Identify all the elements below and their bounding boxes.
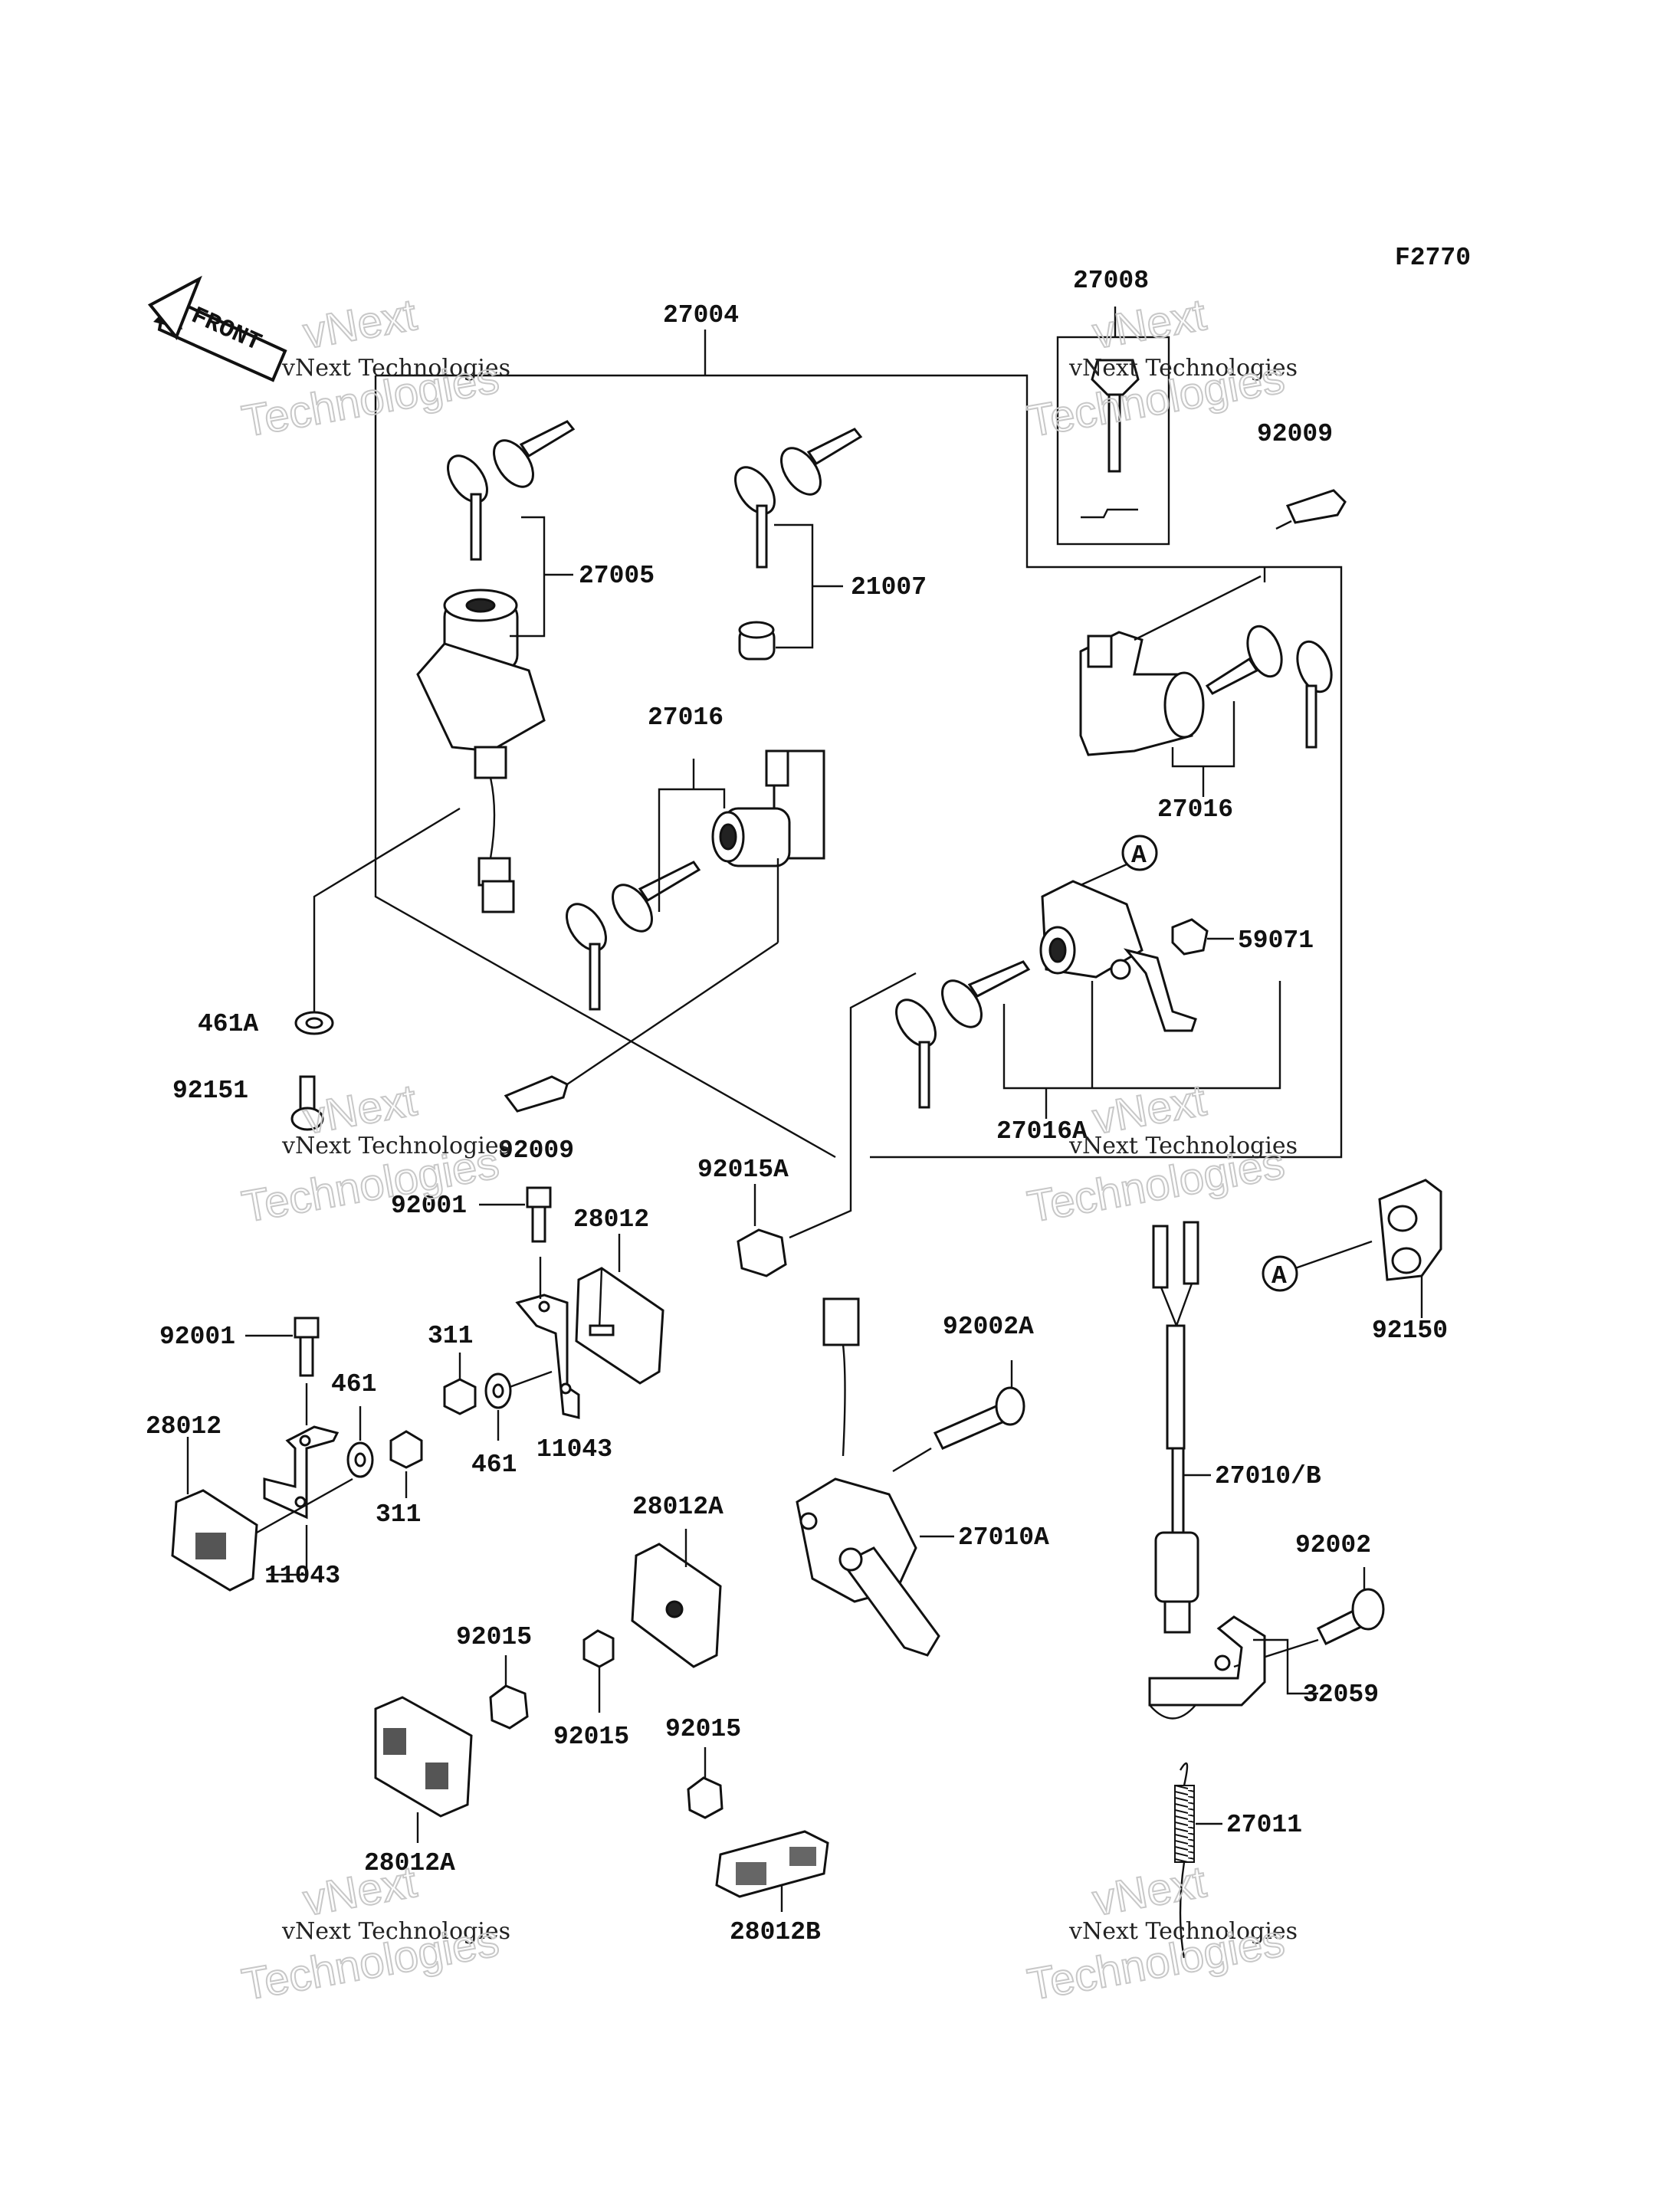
svg-text:vNext: vNext — [300, 290, 420, 359]
svg-text:A: A — [1271, 1262, 1287, 1290]
label-92150: 92150 — [1372, 1317, 1448, 1345]
clip-59071 — [1171, 918, 1234, 956]
label-27016A: 27016A — [996, 1117, 1088, 1146]
label-92015: 92015 — [553, 1723, 629, 1751]
nut-92015-c — [687, 1747, 724, 1819]
svg-text:vNext Technologies: vNext Technologies — [281, 1918, 510, 1945]
washer-461A — [294, 807, 461, 1035]
front-arrow-icon: FRONT — [147, 275, 287, 382]
watermark-mid-right: vNext vNext Technologies Technologies — [1023, 1074, 1298, 1233]
keys-27016-right — [1205, 625, 1333, 749]
bracket-32059 — [1148, 1615, 1318, 1720]
reflector-28012A-lower — [374, 1696, 473, 1843]
reflector-28012B — [715, 1830, 829, 1912]
svg-text:vNext: vNext — [1089, 290, 1209, 359]
washer-461-lower — [346, 1406, 374, 1478]
label-28012A: 28012A — [632, 1493, 724, 1521]
keys-27016A — [895, 960, 1031, 1109]
label-27010B: 27010/B — [1215, 1462, 1321, 1490]
nut-92015-b — [582, 1629, 615, 1713]
screw-92009-mid — [504, 858, 779, 1113]
watermark-mid-left: vNext vNext Technologies Technologies — [238, 1074, 510, 1233]
label-27016: 27016 — [1157, 795, 1233, 824]
svg-text:vNext Technologies: vNext Technologies — [1068, 355, 1298, 382]
lock-27016-left — [658, 749, 825, 912]
nut-92015-a — [489, 1655, 529, 1730]
bolt-92002A — [892, 1360, 1025, 1473]
label-92015: 92015 — [456, 1623, 532, 1651]
bolt-92151 — [290, 1075, 324, 1131]
reflector-28012-lower — [171, 1437, 353, 1592]
svg-text:vNext Technologies: vNext Technologies — [281, 1133, 510, 1159]
kit-outline-27004 — [374, 330, 1343, 1159]
keys-21007 — [734, 428, 863, 569]
label-28012A: 28012A — [364, 1849, 455, 1877]
label-11043: 11043 — [264, 1562, 340, 1590]
label-92002: 92002 — [1295, 1531, 1371, 1559]
svg-text:vNext Technologies: vNext Technologies — [1068, 1133, 1298, 1159]
label-28012: 28012 — [146, 1412, 221, 1441]
keys-27005 — [447, 420, 576, 561]
label-461A: 461A — [198, 1010, 258, 1038]
label-92015: 92015 — [665, 1715, 741, 1743]
screw-92009-top — [1134, 489, 1347, 641]
label-311: 311 — [376, 1500, 421, 1529]
label-21007: 21007 — [851, 573, 927, 602]
svg-text:vNext: vNext — [1089, 1857, 1209, 1926]
bolt-92001-upper — [479, 1186, 552, 1243]
label-28012B: 28012B — [730, 1918, 821, 1946]
label-92015A: 92015A — [697, 1156, 789, 1184]
label-92002A: 92002A — [943, 1313, 1034, 1341]
reflector-28012-upper — [575, 1234, 664, 1385]
label-92009: 92009 — [1257, 420, 1333, 448]
label-27008: 27008 — [1073, 267, 1149, 295]
bracket-11043-upper — [515, 1257, 580, 1419]
nut-92015A — [737, 972, 917, 1277]
reflector-28012A-upper — [631, 1529, 722, 1668]
label-32059: 32059 — [1303, 1681, 1379, 1709]
label-92151: 92151 — [172, 1077, 248, 1105]
label-11043: 11043 — [536, 1435, 612, 1464]
nut-311-upper — [443, 1353, 477, 1415]
svg-text:vNext Technologies: vNext Technologies — [1068, 1918, 1298, 1945]
label-461: 461 — [471, 1451, 517, 1479]
circle-a-upper: A — [1080, 835, 1158, 887]
label-92001: 92001 — [159, 1323, 235, 1351]
washer-461-upper — [484, 1370, 553, 1441]
bolt-92150 — [1378, 1179, 1442, 1318]
label-27010A: 27010A — [958, 1523, 1049, 1552]
label-92009: 92009 — [498, 1136, 574, 1165]
watermark-bottom-left: vNext vNext Technologies Technologies — [238, 1856, 510, 2011]
label-27011: 27011 — [1226, 1811, 1302, 1839]
svg-text:A: A — [1131, 841, 1147, 870]
label-461: 461 — [331, 1370, 376, 1399]
bolt-92002 — [1233, 1567, 1385, 1668]
ignition-switch-27005 — [416, 516, 573, 913]
lock-21007 — [738, 523, 843, 661]
watermark-bottom-right: vNext vNext Technologies Technologies — [1023, 1856, 1298, 2011]
label-27016: 27016 — [648, 703, 724, 732]
label-27005: 27005 — [579, 562, 655, 590]
label-311: 311 — [428, 1322, 473, 1350]
bolt-92001-lower — [245, 1317, 320, 1377]
label-92001: 92001 — [391, 1192, 467, 1220]
svg-text:vNext Technologies: vNext Technologies — [281, 355, 510, 382]
circle-a-lower: A — [1262, 1240, 1373, 1292]
lock-27016-right — [1079, 631, 1235, 797]
figure-code: F2770 — [1395, 244, 1471, 272]
nut-311-lower — [389, 1430, 423, 1498]
label-28012: 28012 — [573, 1205, 649, 1234]
bracket-11043-lower — [263, 1383, 340, 1576]
keys-27016-left — [566, 861, 701, 1011]
svg-text:vNext: vNext — [300, 1857, 420, 1926]
spring-27011 — [1174, 1762, 1222, 1959]
label-59071: 59071 — [1238, 926, 1314, 955]
switch-27010A — [796, 1297, 954, 1657]
seat-lock-27016A — [1002, 880, 1281, 1119]
label-27004: 27004 — [663, 301, 739, 330]
part-labels: 27004 27008 92009 27005 21007 27016 2701… — [146, 267, 1448, 1946]
key-card-27008 — [1056, 307, 1170, 546]
switch-27010B — [1152, 1221, 1211, 1634]
